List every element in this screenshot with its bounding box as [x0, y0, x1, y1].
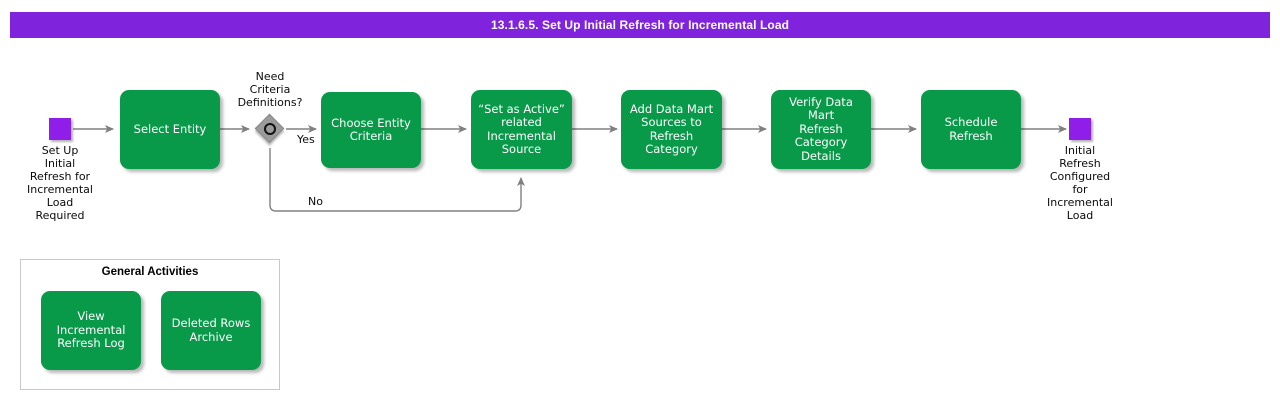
flow-label-no: No	[308, 195, 323, 208]
task-schedule-refresh[interactable]: Schedule Refresh	[921, 90, 1021, 169]
task-add-data-mart-sources-to-refresh-category[interactable]: Add Data Mart Sources to Refresh Categor…	[621, 90, 722, 169]
gateway-need-criteria-definitions[interactable]	[254, 113, 285, 144]
task-view-incremental-refresh-log[interactable]: View Incremental Refresh Log	[41, 291, 141, 370]
end-event-label: Initial Refresh Configured for Increment…	[1047, 144, 1113, 222]
task-verify-data-mart-refresh-category-details[interactable]: Verify Data Mart Refresh Category Detail…	[771, 90, 871, 169]
general-activities-title: General Activities	[101, 266, 199, 278]
task-choose-entity-criteria-label: Choose Entity Criteria	[331, 115, 411, 143]
end-event-node[interactable]	[1069, 118, 1091, 140]
general-activities-panel: General Activities View Incremental Refr…	[20, 259, 280, 390]
start-event-label: Set Up Initial Refresh for Incremental L…	[27, 144, 93, 222]
page-title: 13.1.6.5. Set Up Initial Refresh for Inc…	[490, 18, 790, 32]
task-add-data-mart-sources-label: Add Data Mart Sources to Refresh Categor…	[629, 101, 714, 156]
task-view-incremental-refresh-log-label: View Incremental Refresh Log	[56, 309, 126, 351]
task-select-entity[interactable]: Select Entity	[120, 90, 220, 169]
page-title-bar: 13.1.6.5. Set Up Initial Refresh for Inc…	[10, 12, 1270, 38]
gateway-label: Need Criteria Definitions?	[237, 70, 303, 109]
task-verify-data-mart-label: Verify Data Mart Refresh Category Detail…	[789, 94, 853, 163]
task-set-as-active-label: “Set as Active” related Incremental Sour…	[478, 101, 565, 156]
flow-label-yes: Yes	[297, 133, 315, 146]
gateway-inclusive-circle-icon	[264, 123, 276, 135]
start-event-node[interactable]	[49, 118, 71, 140]
task-deleted-rows-archive-label: Deleted Rows Archive	[171, 316, 251, 344]
task-deleted-rows-archive[interactable]: Deleted Rows Archive	[161, 291, 261, 370]
task-set-as-active-related-incremental-source[interactable]: “Set as Active” related Incremental Sour…	[471, 90, 572, 169]
task-schedule-refresh-label: Schedule Refresh	[944, 115, 998, 143]
task-select-entity-label: Select Entity	[133, 121, 207, 136]
task-choose-entity-criteria[interactable]: Choose Entity Criteria	[321, 92, 421, 168]
